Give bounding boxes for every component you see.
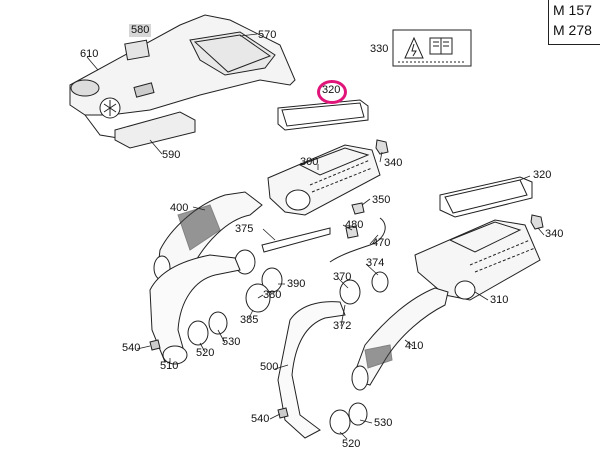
- callout-385[interactable]: 385: [240, 314, 259, 326]
- callout-330[interactable]: 330: [370, 43, 389, 55]
- highlight-ring: [317, 80, 347, 104]
- callout-310[interactable]: 310: [490, 294, 509, 306]
- air-filter-part-right: [439, 176, 533, 218]
- vent-pipe-part: [261, 227, 331, 253]
- leader-lines: [86, 33, 545, 440]
- clamp-ring-part-2: [261, 267, 283, 293]
- callout-380[interactable]: 380: [263, 289, 282, 301]
- bolt-part: [149, 339, 161, 351]
- callout-580[interactable]: 580: [129, 24, 152, 37]
- callout-320[interactable]: 320: [533, 169, 552, 181]
- air-duct-part: [149, 254, 241, 365]
- engine-code-2: M 278: [553, 22, 592, 38]
- callout-340[interactable]: 340: [384, 157, 403, 169]
- callout-370[interactable]: 370: [333, 271, 352, 283]
- callout-470[interactable]: 470: [372, 237, 391, 249]
- callout-520-bottom[interactable]: 520: [342, 438, 361, 450]
- callout-320-highlighted[interactable]: 320: [322, 84, 341, 96]
- warning-label-part: [392, 29, 472, 67]
- callout-375[interactable]: 375: [235, 223, 254, 235]
- seal-ring-part: [339, 279, 361, 305]
- callout-410[interactable]: 410: [405, 340, 424, 352]
- seal-ring-part-2: [371, 271, 389, 293]
- hose-clamp-part-4: [348, 402, 368, 426]
- callout-540-bottom[interactable]: 540: [251, 413, 270, 425]
- clip-part-right: [530, 214, 544, 230]
- callout-590[interactable]: 590: [162, 149, 181, 161]
- air-duct-part-right: [277, 301, 346, 439]
- clip-part: [375, 139, 389, 155]
- engine-code-box: M 157 M 278: [548, 0, 600, 45]
- callout-500[interactable]: 500: [260, 361, 279, 373]
- callout-530-bottom[interactable]: 530: [374, 417, 393, 429]
- engine-code-1: M 157: [553, 2, 592, 18]
- hose-clamp-part-3: [329, 409, 351, 435]
- callout-530[interactable]: 530: [222, 336, 241, 348]
- wire-harness-part: [329, 217, 386, 263]
- bolt-part-2: [277, 407, 289, 419]
- callout-510[interactable]: 510: [160, 360, 179, 372]
- callout-540[interactable]: 540: [122, 342, 141, 354]
- air-box-part-right: [414, 219, 541, 301]
- intake-hose-part-right: [351, 287, 449, 391]
- callout-570[interactable]: 570: [258, 29, 277, 41]
- callout-340-right[interactable]: 340: [545, 228, 564, 240]
- sensor-part: [351, 202, 365, 215]
- callout-520[interactable]: 520: [196, 347, 215, 359]
- hose-clamp-part: [187, 320, 209, 346]
- callout-610[interactable]: 610: [80, 48, 99, 60]
- engine-cover-part: [69, 14, 296, 141]
- callout-374[interactable]: 374: [366, 257, 385, 269]
- callout-372[interactable]: 372: [333, 320, 352, 332]
- callout-350[interactable]: 350: [372, 194, 391, 206]
- air-box-part: [267, 144, 381, 216]
- callout-480[interactable]: 480: [345, 219, 364, 231]
- callout-390[interactable]: 390: [287, 278, 306, 290]
- callout-300[interactable]: 300: [300, 156, 319, 168]
- sensor-plug-part: [345, 225, 359, 239]
- callout-400[interactable]: 400: [170, 202, 189, 214]
- cover-insert-part: [114, 111, 196, 149]
- air-filter-part: [277, 99, 369, 131]
- sticker-part: [124, 39, 150, 61]
- hose-clamp-part-2: [208, 311, 228, 335]
